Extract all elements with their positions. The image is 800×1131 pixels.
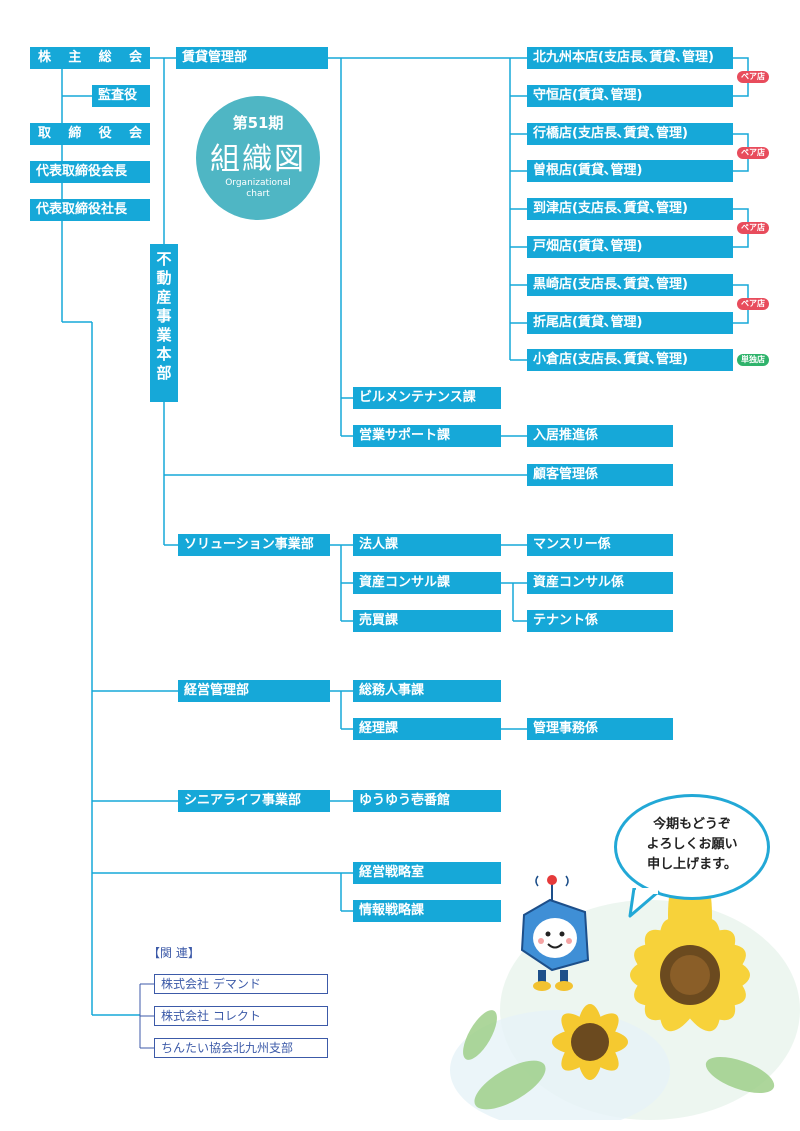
rental-management-dept-box: 賃貸管理部 bbox=[176, 47, 328, 69]
hq-char: 業 bbox=[156, 326, 172, 344]
chart-subtitle: Organizational chart bbox=[196, 178, 320, 200]
branch-box: 曽根店(賃貸､管理) bbox=[527, 160, 733, 182]
speech-bubble: 今期もどうぞ よろしくお願い 申し上げます。 bbox=[614, 794, 770, 900]
related-company: 株式会社 デマンド bbox=[154, 974, 328, 994]
pair-store-tag: ペア店 bbox=[737, 71, 769, 83]
tenant-unit-box: テナント係 bbox=[527, 610, 673, 632]
asset-consult-section-box: 資産コンサル課 bbox=[353, 572, 501, 594]
it-strategy-box: 情報戦略課 bbox=[353, 900, 501, 922]
senior-life-dept-box: シニアライフ事業部 bbox=[178, 790, 330, 812]
sunflower-small bbox=[552, 1004, 628, 1080]
sales-support-box: 営業サポート課 bbox=[353, 425, 501, 447]
title-circle: 第51期 組織図 Organizational chart bbox=[196, 96, 320, 220]
bubble-line-3: 申し上げます。 bbox=[647, 857, 737, 872]
mascot-character bbox=[520, 875, 590, 991]
hq-char: 部 bbox=[156, 364, 172, 382]
branch-box: 小倉店(支店長､賃貸､管理) bbox=[527, 349, 733, 371]
senior-facility-box: ゆうゆう壱番館 bbox=[353, 790, 501, 812]
shareholders-meeting-box: 株 主 総 会 bbox=[30, 47, 150, 69]
related-company: 株式会社 コレクト bbox=[154, 1006, 328, 1026]
hq-char: 事 bbox=[156, 307, 172, 325]
president-box: 代表取締役社長 bbox=[30, 199, 150, 221]
board-box: 取 締 役 会 bbox=[30, 123, 150, 145]
solution-dept-box: ソリューション事業部 bbox=[178, 534, 330, 556]
hq-char: 本 bbox=[156, 345, 172, 363]
branch-box: 到津店(支店長､賃貸､管理) bbox=[527, 198, 733, 220]
branch-box: 折尾店(賃貸､管理) bbox=[527, 312, 733, 334]
chart-title: 組織図 bbox=[210, 142, 306, 177]
corporate-section-box: 法人課 bbox=[353, 534, 501, 556]
single-store-tag: 単独店 bbox=[737, 354, 769, 366]
branch-box: 戸畑店(賃貸､管理) bbox=[527, 236, 733, 258]
real-estate-hq-box: 不 動 産 事 業 本 部 bbox=[150, 244, 178, 402]
subtitle-line-2: chart bbox=[246, 189, 270, 199]
asset-consult-unit-box: 資産コンサル係 bbox=[527, 572, 673, 594]
move-in-promotion-box: 入居推進係 bbox=[527, 425, 673, 447]
chairman-box: 代表取締役会長 bbox=[30, 161, 150, 183]
admin-unit-box: 管理事務係 bbox=[527, 718, 673, 740]
hq-char: 動 bbox=[156, 269, 172, 287]
pair-store-tag: ペア店 bbox=[737, 298, 769, 310]
subtitle-line-1: Organizational bbox=[225, 178, 291, 188]
pair-store-tag: ペア店 bbox=[737, 222, 769, 234]
branch-box: 北九州本店(支店長､賃貸､管理) bbox=[527, 47, 733, 69]
building-maintenance-box: ビルメンテナンス課 bbox=[353, 387, 501, 409]
speech-bubble-tail bbox=[628, 888, 660, 918]
branch-box: 行橋店(支店長､賃貸､管理) bbox=[527, 123, 733, 145]
hq-char: 不 bbox=[156, 250, 172, 268]
hq-char: 産 bbox=[156, 288, 172, 306]
related-company: ちんたい協会北九州支部 bbox=[154, 1038, 328, 1058]
accounting-box: 経理課 bbox=[353, 718, 501, 740]
period-label: 第51期 bbox=[232, 114, 284, 132]
bubble-line-2: よろしくお願い bbox=[646, 837, 738, 852]
bubble-line-1: 今期もどうぞ bbox=[653, 817, 731, 832]
branch-box: 守恒店(賃貸､管理) bbox=[527, 85, 733, 107]
pair-store-tag: ペア店 bbox=[737, 147, 769, 159]
branch-box: 黒崎店(支店長､賃貸､管理) bbox=[527, 274, 733, 296]
strategy-office-box: 経営戦略室 bbox=[353, 862, 501, 884]
related-title: 【関 連】 bbox=[148, 946, 200, 960]
leaf-decoration bbox=[463, 1010, 775, 1110]
management-dept-box: 経営管理部 bbox=[178, 680, 330, 702]
customer-management-box: 顧客管理係 bbox=[527, 464, 673, 486]
general-affairs-box: 総務人事課 bbox=[353, 680, 501, 702]
auditor-box: 監査役 bbox=[92, 85, 150, 107]
sunflower-mascot-illustration bbox=[450, 855, 800, 1120]
monthly-unit-box: マンスリー係 bbox=[527, 534, 673, 556]
sales-section-box: 売買課 bbox=[353, 610, 501, 632]
